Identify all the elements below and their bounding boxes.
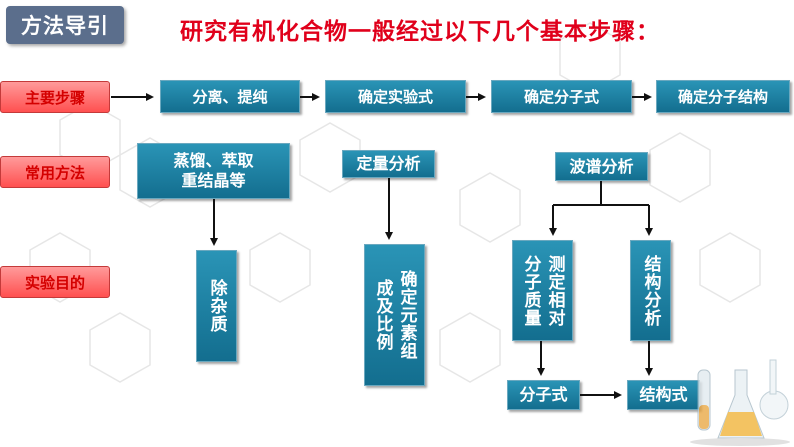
- purpose-molecular-mass-col1: 测定相对: [544, 254, 565, 327]
- purpose-molecular-mass-col2: 分子质量: [520, 254, 541, 327]
- step-molecular-formula: 确定分子式: [491, 80, 632, 113]
- result-structural-formula: 结构式: [627, 380, 700, 410]
- result-molecular-formula: 分子式: [507, 380, 580, 410]
- section-tag: 方法导引: [6, 6, 124, 44]
- lab-glassware-icon: [690, 359, 790, 446]
- method-spectral-analysis: 波谱分析: [555, 152, 648, 181]
- purpose-element-ratio-col2: 成及比例: [372, 279, 393, 351]
- purpose-element-ratio-col1: 确定元素组: [396, 270, 417, 360]
- method-separation-line2: 重结晶等: [181, 171, 246, 190]
- method-separation-box: 蒸馏、萃取 重结晶等: [137, 143, 290, 199]
- purpose-structure-analysis: 结构分析: [630, 240, 671, 341]
- purpose-molecular-mass-box: 测定相对 分子质量: [512, 240, 573, 341]
- method-separation-line1: 蒸馏、萃取: [173, 151, 254, 170]
- row-label-main-steps: 主要步骤: [0, 81, 110, 113]
- purpose-remove-impurities: 除杂质: [196, 250, 237, 362]
- step-molecular-structure: 确定分子结构: [656, 80, 790, 113]
- purpose-element-ratio-box: 确定元素组 成及比例: [364, 244, 425, 386]
- method-quantitative-analysis: 定量分析: [342, 150, 435, 178]
- step-empirical-formula: 确定实验式: [325, 80, 466, 113]
- page-title: 研究有机化合物一般经过以下几个基本步骤：: [180, 19, 660, 45]
- row-label-common-methods: 常用方法: [0, 156, 110, 188]
- row-label-purpose: 实验目的: [0, 266, 110, 298]
- step-separation: 分离、提纯: [160, 80, 300, 113]
